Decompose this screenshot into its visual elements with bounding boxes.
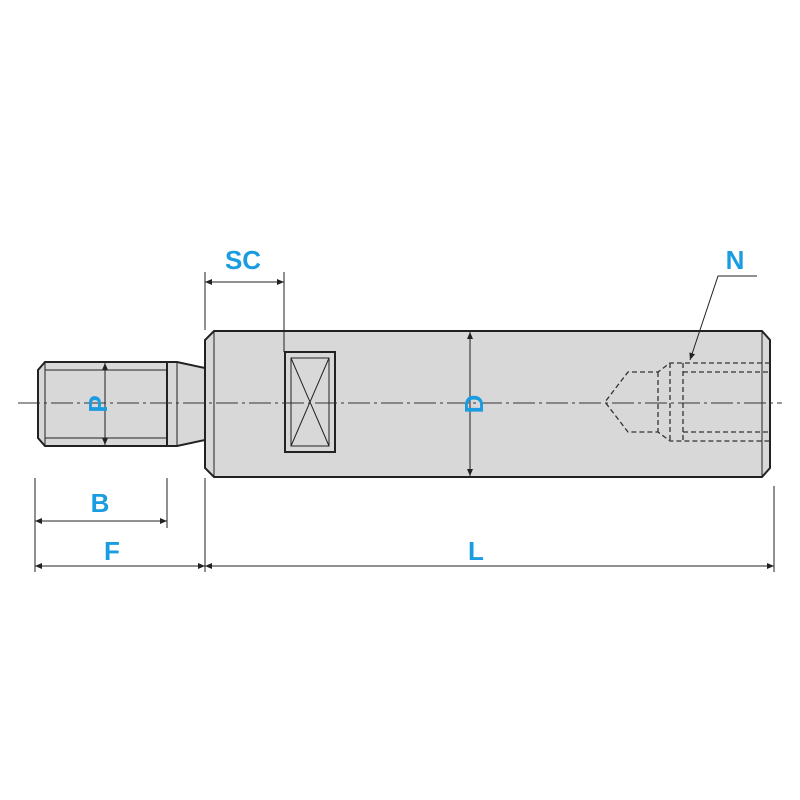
- label-sc: SC: [225, 245, 261, 275]
- extension-lines: [34, 272, 775, 572]
- n-leader-line: [689, 275, 757, 361]
- wrench-flat: [284, 351, 336, 453]
- label-n: N: [726, 245, 745, 275]
- main-shaft: [204, 330, 771, 478]
- dimension-lines: [35, 275, 774, 569]
- label-p: P: [83, 395, 113, 412]
- label-l: L: [468, 536, 484, 566]
- label-d: D: [459, 395, 489, 414]
- shoulder-taper: [166, 361, 206, 447]
- tapped-hole: [604, 362, 770, 442]
- label-f: F: [104, 536, 120, 566]
- dimension-labels: SC N P D B F L: [83, 245, 744, 566]
- label-b: B: [91, 488, 110, 518]
